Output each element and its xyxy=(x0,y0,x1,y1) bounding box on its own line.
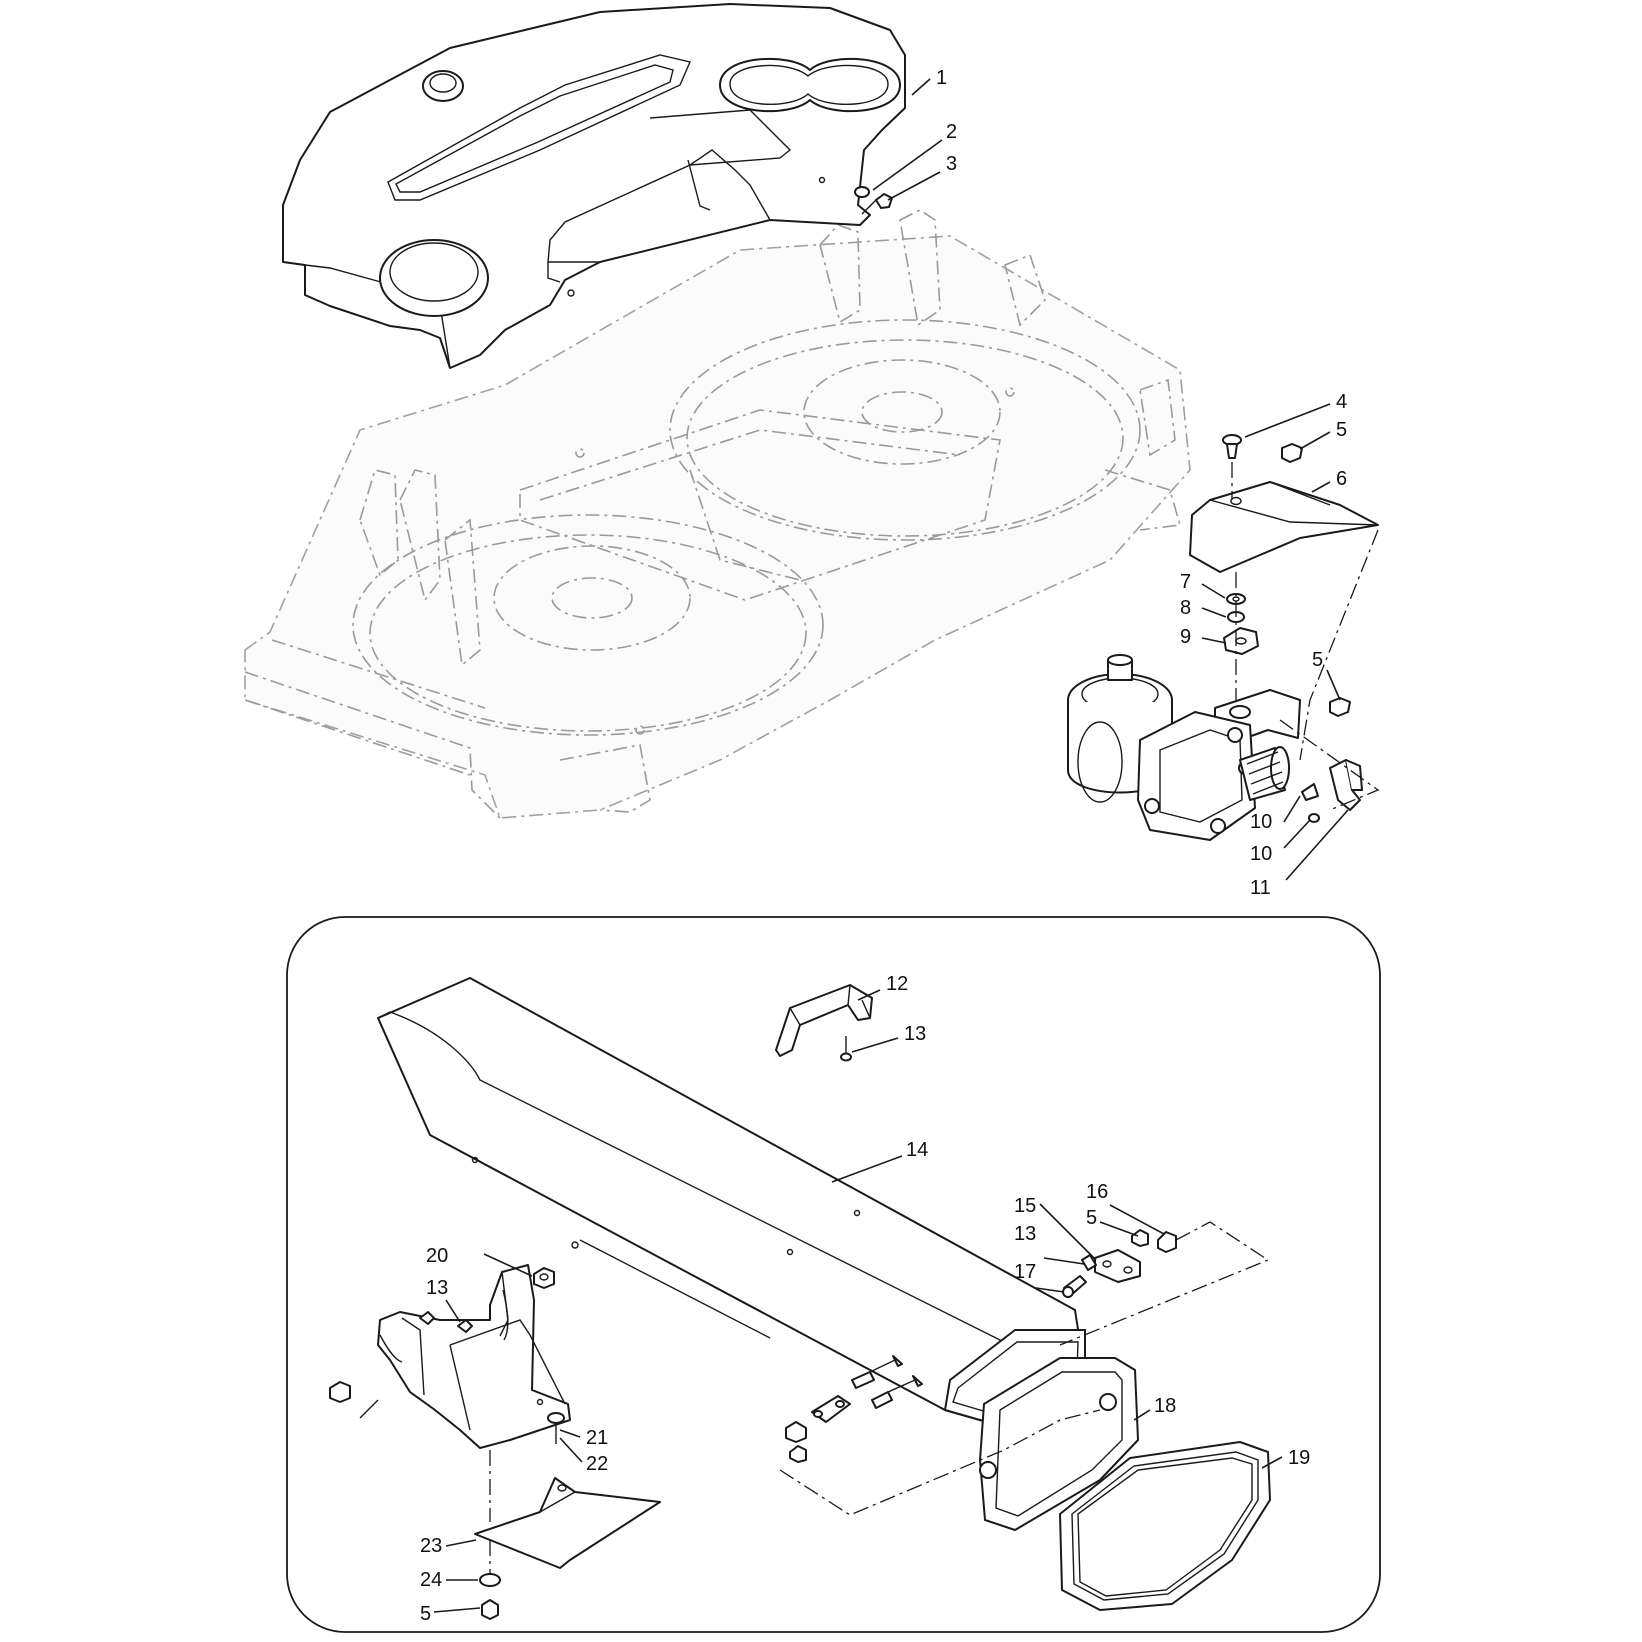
callout-5b: 5 xyxy=(1312,649,1323,671)
callout-5a: 5 xyxy=(1336,419,1347,441)
callout-20: 20 xyxy=(426,1245,448,1267)
callout-7: 7 xyxy=(1180,571,1191,593)
nut-5-bottom xyxy=(481,1599,499,1620)
washer-24 xyxy=(479,1573,501,1587)
seal-19 xyxy=(1059,1441,1271,1611)
bracket-11 xyxy=(1329,759,1363,811)
bolt-10-upper xyxy=(1301,783,1319,801)
callout-3: 3 xyxy=(946,153,957,175)
callout-22: 22 xyxy=(586,1453,608,1475)
inset-frame xyxy=(286,916,1381,1633)
push-rivet-4 xyxy=(1222,434,1242,500)
gearbox-assembly xyxy=(1067,654,1301,841)
callout-10b: 10 xyxy=(1250,843,1272,865)
gearbox-shield xyxy=(1189,481,1379,573)
nut-20 xyxy=(533,1267,555,1289)
fastener-group-lower xyxy=(785,1355,923,1463)
bolt-10-lower xyxy=(1308,813,1320,823)
callout-19: 19 xyxy=(1288,1447,1310,1469)
callout-12: 12 xyxy=(886,973,908,995)
nut-5-right xyxy=(1329,697,1351,717)
callout-11: 11 xyxy=(1250,877,1271,899)
callout-9: 9 xyxy=(1180,626,1191,648)
callout-5c: 5 xyxy=(1086,1207,1097,1229)
screw-13-bracket xyxy=(457,1319,473,1333)
callout-13a: 13 xyxy=(904,1023,926,1045)
screw-3 xyxy=(861,193,893,215)
callout-18: 18 xyxy=(1154,1395,1176,1417)
mower-deck-phantom xyxy=(244,209,1191,819)
chute-bracket-21 xyxy=(359,1264,571,1449)
chute-frame-18 xyxy=(979,1357,1139,1531)
callout-21: 21 xyxy=(586,1427,608,1449)
callout-15: 15 xyxy=(1014,1195,1036,1217)
deck-cover xyxy=(282,3,906,369)
fastener-group-right xyxy=(1062,1229,1177,1298)
leader-lines xyxy=(433,78,1349,1613)
bolt-left-top xyxy=(419,1311,435,1325)
chute-handle xyxy=(775,984,873,1057)
callout-1: 1 xyxy=(936,67,947,89)
callout-10a: 10 xyxy=(1250,811,1272,833)
callout-4: 4 xyxy=(1336,391,1347,413)
callout-5d: 5 xyxy=(420,1603,431,1625)
callout-13b: 13 xyxy=(1014,1223,1036,1245)
callout-23: 23 xyxy=(420,1535,442,1557)
callout-14: 14 xyxy=(906,1139,928,1161)
callout-17: 17 xyxy=(1014,1261,1036,1283)
callout-8: 8 xyxy=(1180,597,1191,619)
nut-5-top xyxy=(1281,443,1303,463)
callout-24: 24 xyxy=(420,1569,442,1591)
callout-16: 16 xyxy=(1086,1181,1108,1203)
callout-13c: 13 xyxy=(426,1277,448,1299)
callout-2: 2 xyxy=(946,121,957,143)
callout-6: 6 xyxy=(1336,468,1347,490)
screw-13-handle xyxy=(840,1036,852,1062)
callout-labels: 1 2 3 4 5 6 7 8 9 5 10 10 11 12 13 14 16… xyxy=(420,67,1347,1625)
carriage-bolt-22 xyxy=(547,1412,565,1444)
nut-left-bracket xyxy=(329,1381,351,1403)
plate-23 xyxy=(474,1477,661,1569)
clip-nut-9 xyxy=(1223,627,1259,655)
washer-2 xyxy=(854,186,870,198)
